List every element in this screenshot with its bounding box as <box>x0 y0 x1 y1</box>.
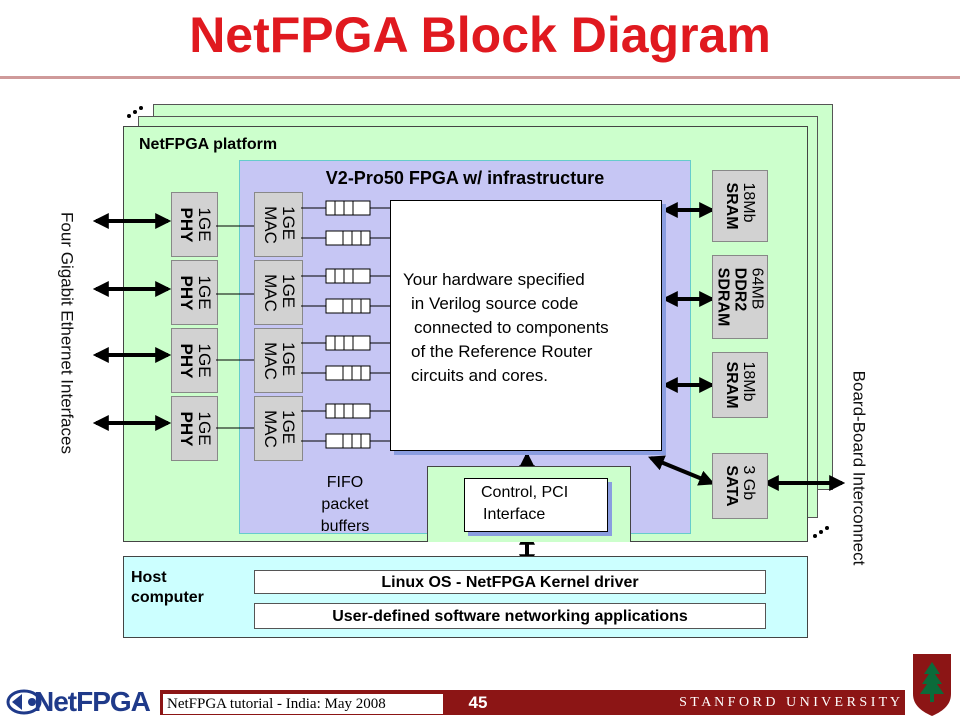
fifo-label: FIFO packet buffers <box>300 472 390 538</box>
fifo-buffers <box>325 200 371 449</box>
stanford-tree-icon <box>913 654 951 716</box>
user-logic-line2: in Verilog source code <box>411 294 579 313</box>
user-logic-line1: Your hardware specified <box>403 270 585 289</box>
memory-line1: 18Mb <box>740 361 757 402</box>
memory-line1: 3 Gb <box>740 465 757 501</box>
fifo-label-line3: buffers <box>320 518 370 535</box>
host-label-line2: computer <box>131 589 204 606</box>
control-line1: Control, PCI <box>481 484 569 501</box>
netfpga-logo-text: NetFPGA <box>34 686 151 717</box>
user-logic-box: Your hardware specified in Verilog sourc… <box>390 200 662 451</box>
kernel-driver-bar: Linux OS - NetFPGA Kernel driver <box>254 570 766 594</box>
netfpga-logo: NetFPGA <box>4 680 160 720</box>
memory-line2: SRAM <box>723 361 740 409</box>
footer-university: S T A N F O R D U N I V E R S I T Y <box>679 695 900 710</box>
host-label-line1: Host <box>131 569 167 586</box>
ethernet-arrows <box>92 213 172 431</box>
memory-line2: DDR2 <box>731 267 749 312</box>
footer-page-number: 45 <box>468 693 488 712</box>
fpga-label: V2-Pro50 FPGA w/ infrastructure <box>325 168 605 188</box>
title-divider <box>0 76 960 79</box>
netfpga-logo-icon <box>6 689 42 715</box>
more-boards-dots-top <box>127 106 143 118</box>
fifo-label-line2: packet <box>321 496 369 513</box>
platform-label: NetFPGA platform <box>139 136 278 153</box>
control-line2: Interface <box>483 506 546 523</box>
user-apps-bar: User-defined software networking applica… <box>254 603 766 629</box>
fifo-label-line1: FIFO <box>326 474 364 491</box>
page-title: NetFPGA Block Diagram <box>189 7 771 63</box>
control-pci-box: Control, PCI Interface <box>464 478 608 532</box>
memory-line2: SATA <box>723 465 740 507</box>
more-boards-dots-bottom <box>813 526 829 538</box>
memory-arrows <box>648 202 846 491</box>
memory-line1: 18Mb <box>740 182 757 223</box>
footer-tutorial: NetFPGA tutorial - India: May 2008 <box>163 694 443 714</box>
memory-line3: SDRAM <box>714 267 732 327</box>
user-logic-line5: circuits and cores. <box>411 366 548 385</box>
memory-line2: SRAM <box>723 182 740 230</box>
user-logic-line4: of the Reference Router <box>411 342 593 361</box>
memory-line1: 64MB <box>748 267 766 310</box>
user-logic-line3: connected to components <box>414 318 609 337</box>
host-label: Host computer <box>131 568 204 608</box>
